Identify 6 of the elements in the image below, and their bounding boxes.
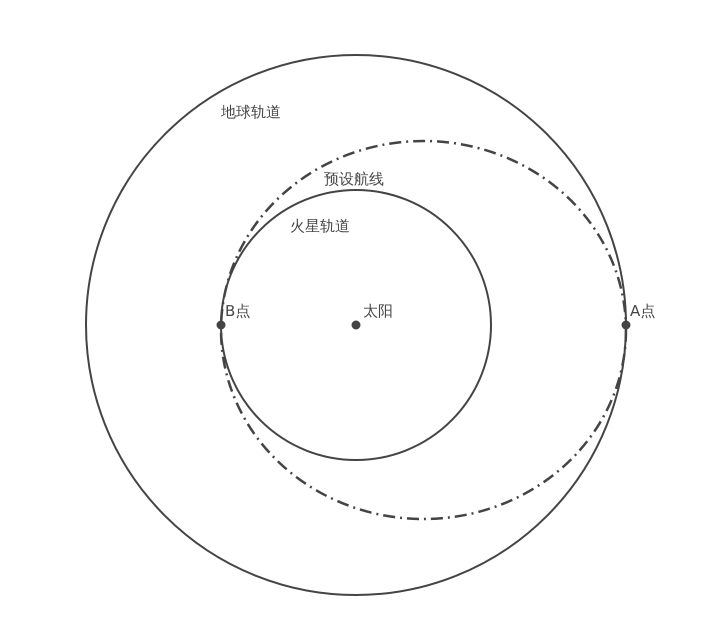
point-label: B点 xyxy=(225,302,250,320)
point-label: 太阳 xyxy=(363,302,393,320)
point-label: A点 xyxy=(630,302,656,320)
route-label: 预设航线 xyxy=(324,170,384,188)
orbit-label: 火星轨道 xyxy=(290,217,350,235)
orbit-label: 地球轨道 xyxy=(221,103,281,121)
